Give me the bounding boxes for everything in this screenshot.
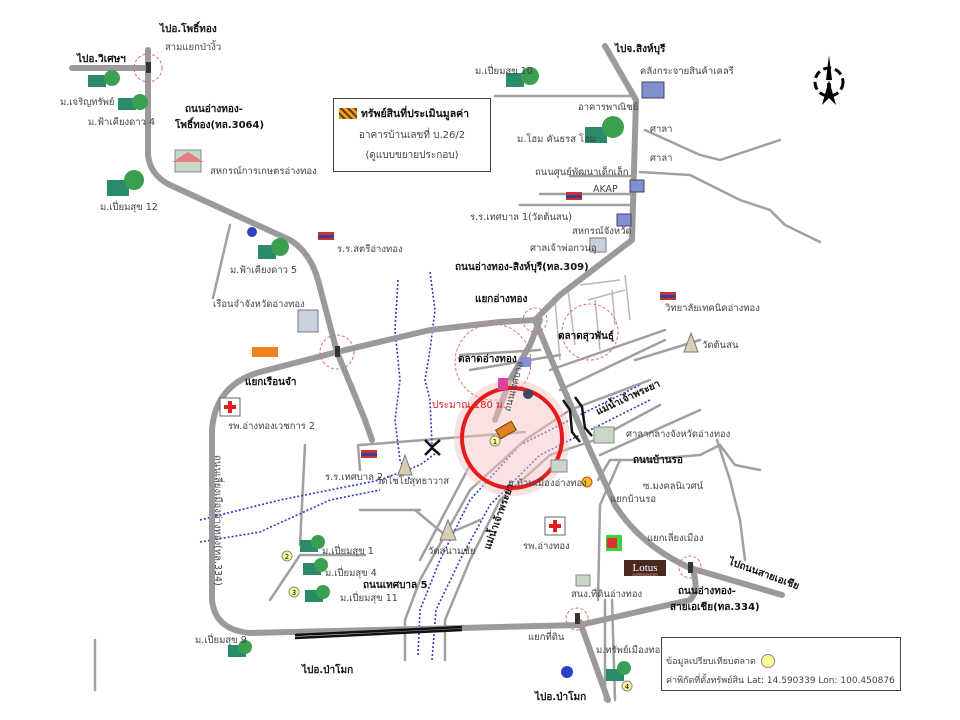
- label-piam4: ม.เปี่ยมสุข 4: [325, 566, 377, 579]
- label-piam9: ม.เปี่ยมสุข 9: [195, 633, 247, 646]
- label-school1: ร.ร.เทศบาล 1(วัดต้นสน): [470, 212, 572, 223]
- label-road-banrot: ถนนบ้านรอ: [633, 454, 683, 466]
- label-wat-chai: วัดไชโยสุทธาวาส: [376, 475, 449, 487]
- label-home: ม.โฮม คันธรส โฮม: [517, 133, 596, 145]
- label-to-singburi: ไปจ.สิงห์บุรี: [614, 42, 666, 55]
- label-charoensap: ม.เจริญทรัพย์: [60, 96, 115, 108]
- label-sap-muang: ม.ทรัพย์เมืองทอง: [596, 644, 665, 656]
- label-to-pamok1: ไปอ.ป่าโมก: [301, 663, 353, 676]
- label-tech-college: วิทยาลัยเทคนิคอ่างทอง: [664, 303, 760, 314]
- market-data-label: ข้อมูลเปรียบเทียบตลาด: [666, 657, 756, 667]
- label-piam12: ม.เปี่ยมสุข 12: [100, 200, 158, 213]
- marker-3[interactable]: 3: [292, 589, 296, 597]
- label-to-phothong: ไปอ.โพธิ์ทอง: [159, 21, 217, 35]
- label-mongkol: ซ.มงคลนิเวศน์: [643, 480, 704, 492]
- label-hosp: รพ.อ่างทอง: [523, 541, 570, 552]
- marker-1[interactable]: 1: [493, 438, 497, 446]
- north-compass-icon: N: [813, 55, 845, 105]
- label-road334b: สายเอเชีย(ทล.334): [670, 601, 760, 613]
- comparison-markers[interactable]: 1 2 3 4: [281, 435, 633, 692]
- label-city-hall: ศาลากลางจังหวัดอ่างทอง: [626, 429, 730, 440]
- label-road334a: ถนนอ่างทอง-: [678, 585, 736, 597]
- lotus-logo-subtext: SUPERCENTER: [632, 573, 658, 577]
- subject-property-icon[interactable]: [495, 420, 517, 440]
- subject-area-shade: [454, 380, 570, 496]
- sponsor-sign-icon: [252, 347, 278, 357]
- label-bank: ธ.บ้านเมืองอ่างทอง: [508, 478, 587, 489]
- compass-n: N: [826, 82, 831, 90]
- label-shrine: ศาลเจ้าพ่อกวนอู: [530, 243, 597, 254]
- label-school2: ร.ร.เทศบาล 2: [325, 472, 383, 483]
- label-yaek-prison: แยกเรือนจำ: [245, 376, 296, 388]
- label-yaek-liang: แยกเลี่ยงเมือง: [647, 531, 704, 544]
- label-approx-distance: ประมาณ 180 ม.: [432, 400, 506, 411]
- label-sala2: ศาลา: [650, 153, 673, 164]
- lotus-logo-text: Lotus: [632, 562, 657, 574]
- subject-highlight-circle: [460, 386, 564, 490]
- label-land-office: สนง.ที่ดินอ่างทอง: [571, 587, 642, 600]
- coordinates-text: ค่าพิกัดที่ตั้งทรัพย์สิน Lat: 14.590339 …: [666, 676, 895, 686]
- legend-title: ทรัพย์สินที่ประเมินมูลค่า: [361, 108, 470, 120]
- label-dairy: คลังกระจายสินค้าเคลรี: [640, 65, 734, 77]
- label-road309: ถนนอ่างทอง-สิงห์บุรี(ทล.309): [455, 261, 589, 273]
- hospital-icons: [219, 397, 566, 536]
- label-road3064a: ถนนอ่างทอง-: [185, 103, 243, 115]
- label-wat-sanam: วัดสนามชัย: [428, 546, 475, 557]
- label-wat-tonson: วัดต้นสน: [702, 340, 739, 351]
- legend-line2: (ดูแบบขยายประกอบ): [365, 150, 459, 161]
- label-suphan-market: ตลาดสุวพันธุ์: [558, 330, 614, 342]
- label-prison: เรือนจำจังหวัดอ่างทอง: [213, 299, 305, 310]
- label-road-child: ถนนศูนย์พัฒนาเด็กเล็ก: [535, 165, 629, 178]
- label-road334w: ถนนเลี่ยงเมืองอ่างทอง(ทล.334): [212, 455, 225, 586]
- label-angthong-market: ตลาดอ่างทอง: [458, 353, 517, 365]
- label-coop-agri: สหกรณ์การเกษตรอ่างทอง: [210, 165, 317, 177]
- bridges: [294, 396, 593, 640]
- school-flag-icons: [318, 192, 676, 458]
- label-to-wiset: ไปอ.วิเศษฯ: [76, 52, 126, 65]
- gas-station-icons: [247, 227, 593, 678]
- store-logo-mark: [607, 538, 617, 548]
- label-road3064b: โพธิ์ทอง(ทล.3064): [174, 117, 264, 131]
- label-akap: AKAP: [593, 184, 618, 195]
- label-fa4: ม.ฟ้าเคียงดาว 4: [88, 116, 155, 128]
- label-road-t5: ถนนเทศบาล 5: [363, 580, 428, 591]
- label-piam1: ม.เปี่ยมสุข 1: [322, 544, 374, 557]
- traffic-light-icons: [146, 62, 693, 624]
- label-piam11: ม.เปี่ยมสุข 11: [340, 591, 398, 604]
- label-yaek-angthong: แยกอ่างทอง: [475, 293, 527, 305]
- building-icons: [172, 81, 665, 587]
- label-commercial: อาคารพาณิชย์: [578, 101, 638, 113]
- marker-4[interactable]: 4: [625, 683, 630, 691]
- subject-property-legend-icon: [339, 108, 357, 119]
- temple-icons: [397, 331, 699, 541]
- label-fa5: ม.ฟ้าเคียงดาว 5: [230, 264, 297, 276]
- label-satri: ร.ร.สตรีอ่างทอง: [337, 243, 403, 255]
- marker-2[interactable]: 2: [285, 553, 289, 561]
- lotus-logo: [624, 560, 666, 576]
- label-hosp2: รพ.อ่างทองเวชการ 2: [228, 421, 315, 432]
- label-yaek-thidin: แยกที่ดิน: [528, 630, 565, 643]
- legend-box: ทรัพย์สินที่ประเมินมูลค่า อาคารบ้านเลขที…: [333, 98, 491, 172]
- legend-line1: อาคารบ้านเลขที่ บ.26/2: [358, 130, 466, 141]
- village-icons: [88, 67, 631, 681]
- label-sam-yaek: สามแยกป่างิ้ว: [165, 40, 221, 53]
- info-box: ข้อมูลเปรียบเทียบตลาด ค่าพิกัดที่ตั้งทรั…: [661, 637, 901, 691]
- label-coop-prov: สหกรณ์จังหวัด: [572, 225, 632, 237]
- market-marker-icon: [760, 654, 775, 668]
- label-to-pamok2: ไปอ.ป่าโมก: [534, 690, 586, 703]
- label-sala1: ศาลา: [650, 124, 673, 135]
- label-yaek-banrot: แยกบ้านรอ: [610, 494, 656, 505]
- label-piam10: ม.เปี่ยมสุข 10: [475, 64, 533, 77]
